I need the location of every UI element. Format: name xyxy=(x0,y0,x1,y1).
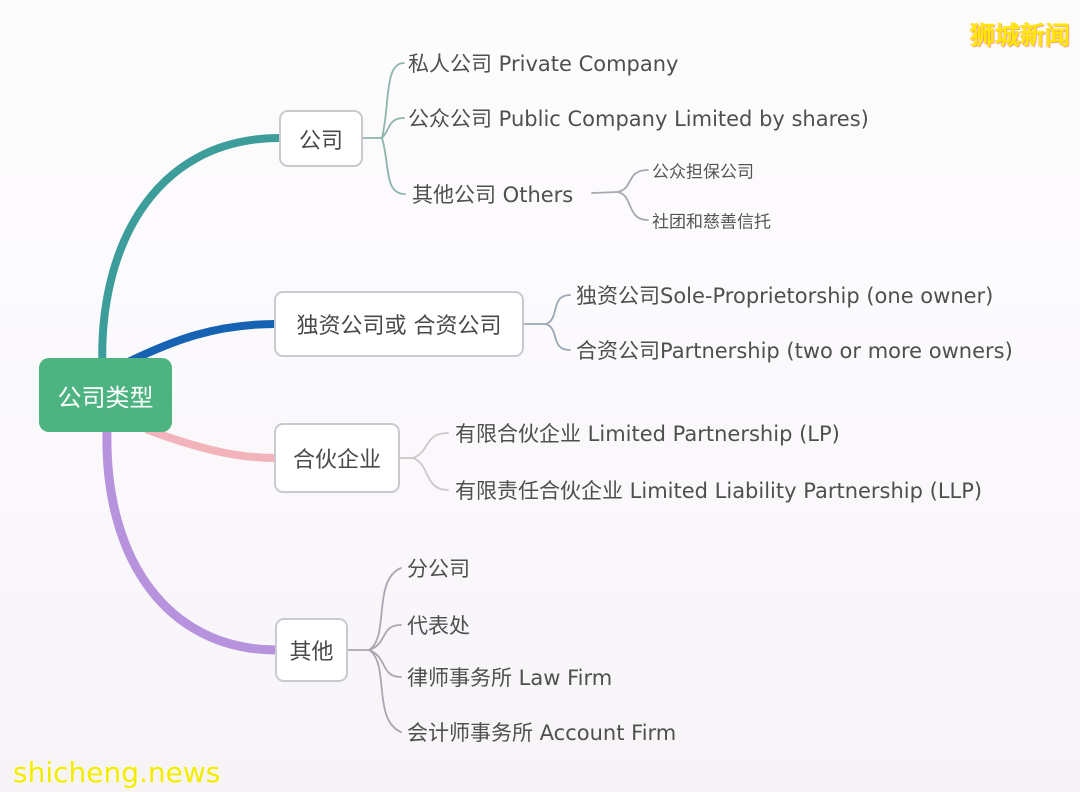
leaf-sole-proprietorship[interactable]: 独资公司Sole-Proprietorship (one owner) xyxy=(576,284,994,308)
branch-node-partnership[interactable]: 合伙企业 xyxy=(274,423,400,493)
connector-sole-child-1 xyxy=(545,294,571,325)
connector-company-child-3 xyxy=(381,137,406,195)
connector-other-child-3 xyxy=(368,649,402,678)
watermark-shicheng-news-url: shicheng.news xyxy=(13,756,221,789)
root-node-company-types[interactable]: 公司类型 xyxy=(39,358,172,432)
branch-node-sole-or-joint[interactable]: 独资公司或 合资公司 xyxy=(274,291,524,357)
curve-branch-company xyxy=(98,134,284,382)
leaf-branch-office[interactable]: 分公司 xyxy=(407,557,470,581)
branch-node-other[interactable]: 其他 xyxy=(275,618,348,682)
branch-node-partnership-label: 合伙企业 xyxy=(292,448,381,473)
connector-others-child-1 xyxy=(617,169,649,193)
subleaf-society-charitable-trust[interactable]: 社团和慈善信托 xyxy=(652,212,771,233)
connector-other-child-4 xyxy=(368,649,402,733)
leaf-public-company[interactable]: 公众公司 Public Company Limited by shares) xyxy=(408,107,869,131)
branch-node-sole-or-joint-label: 独资公司或 合资公司 xyxy=(296,314,502,339)
leaf-limited-partnership[interactable]: 有限合伙企业 Limited Partnership (LP) xyxy=(455,422,840,446)
connector-others-child-2 xyxy=(617,191,649,221)
leaf-law-firm[interactable]: 律师事务所 Law Firm xyxy=(407,666,613,690)
connector-company-child-1 xyxy=(381,62,405,139)
leaf-partnership-two-or-more[interactable]: 合资公司Partnership (two or more owners) xyxy=(576,339,1013,363)
leaf-other-companies[interactable]: 其他公司 Others xyxy=(412,183,574,207)
connector-other-child-2 xyxy=(368,624,402,651)
connector-sole-child-2 xyxy=(545,323,571,351)
connector-other-child-1 xyxy=(368,567,402,651)
root-node-label: 公司类型 xyxy=(57,383,154,412)
curve-branch-other xyxy=(102,425,282,655)
branch-node-company-label: 公司 xyxy=(298,128,343,154)
branch-node-other-label: 其他 xyxy=(289,640,334,665)
leaf-representative-office[interactable]: 代表处 xyxy=(407,614,470,638)
curve-branch-partnership xyxy=(144,426,280,462)
leaf-account-firm[interactable]: 会计师事务所 Account Firm xyxy=(407,721,677,745)
branch-node-company[interactable]: 公司 xyxy=(279,110,363,167)
watermark-shicheng-news-cn: 狮城新闻 xyxy=(969,21,1070,50)
connector-company-child-2 xyxy=(381,117,405,139)
subleaf-public-guarantee-company[interactable]: 公众担保公司 xyxy=(652,162,754,183)
connector-others-stub xyxy=(591,191,619,194)
leaf-private-company[interactable]: 私人公司 Private Company xyxy=(408,52,679,76)
leaf-limited-liability-partnership[interactable]: 有限责任合伙企业 Limited Liability Partnership (… xyxy=(455,479,983,503)
connector-partnership-child-1 xyxy=(412,432,449,459)
connector-partnership-child-2 xyxy=(412,457,449,491)
